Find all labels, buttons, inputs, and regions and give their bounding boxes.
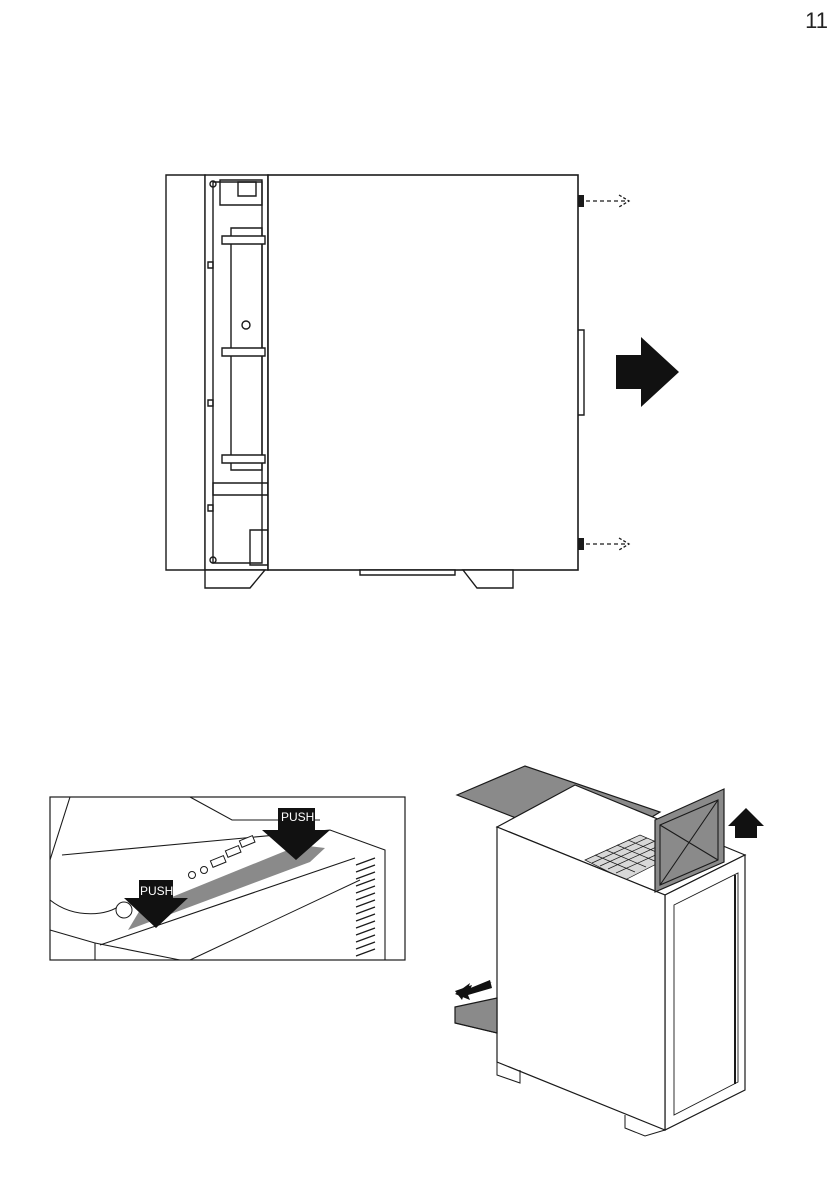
right-arrow-icon bbox=[616, 337, 679, 407]
up-arrow-icon bbox=[728, 808, 764, 838]
thumbscrew-bottom bbox=[578, 538, 629, 550]
thumbscrew-top bbox=[578, 195, 629, 207]
case-side-view bbox=[166, 175, 268, 570]
case-feet bbox=[205, 570, 513, 588]
push-detail-inset: PUSH PUSH bbox=[50, 797, 405, 960]
case-isometric-view bbox=[455, 766, 745, 1136]
side-panel bbox=[268, 175, 584, 570]
push-label-right: PUSH bbox=[281, 810, 314, 824]
push-label-left: PUSH bbox=[140, 884, 173, 898]
